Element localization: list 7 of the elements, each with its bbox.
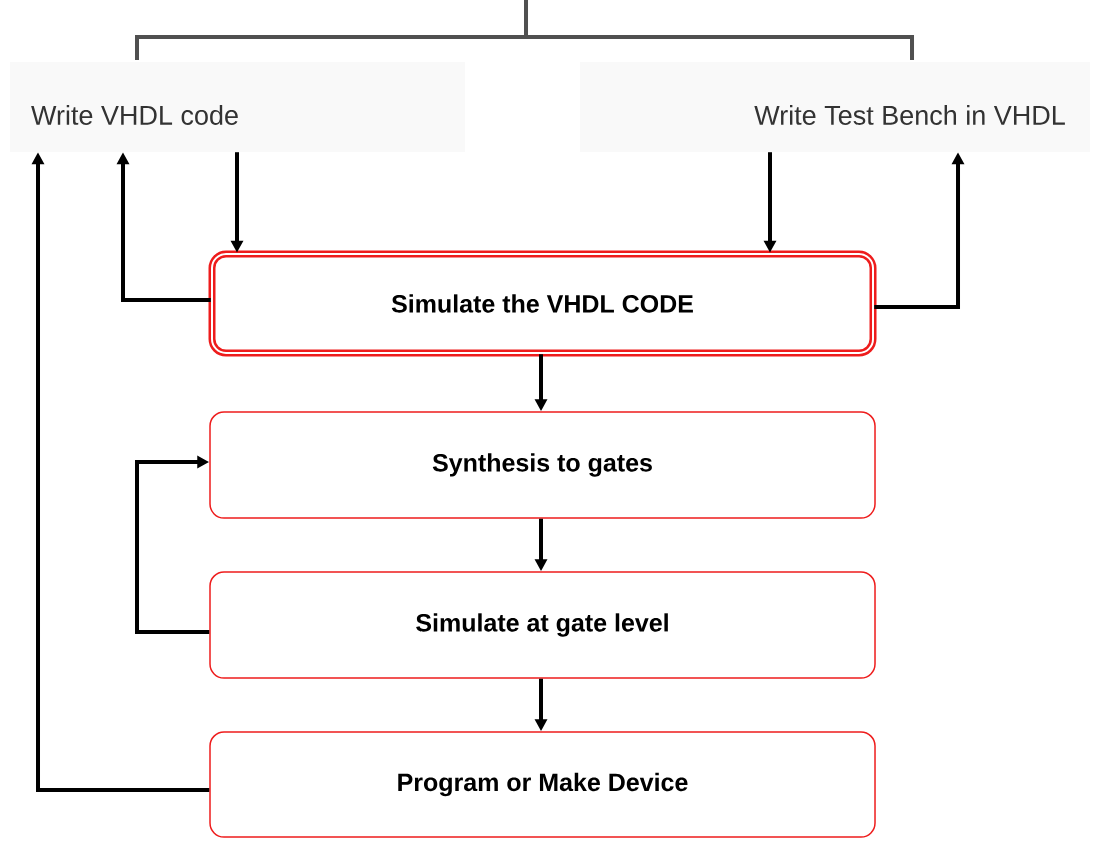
step-label: Write Test Bench in VHDL bbox=[580, 62, 1090, 152]
process-box: Synthesis to gates bbox=[209, 411, 876, 519]
step-label: Write VHDL code bbox=[10, 62, 465, 152]
arrow bbox=[135, 455, 210, 634]
process-box: Program or Make Device bbox=[209, 731, 876, 838]
process-box: Simulate the VHDL CODE bbox=[208, 250, 877, 357]
process-box: Simulate at gate level bbox=[209, 571, 876, 679]
